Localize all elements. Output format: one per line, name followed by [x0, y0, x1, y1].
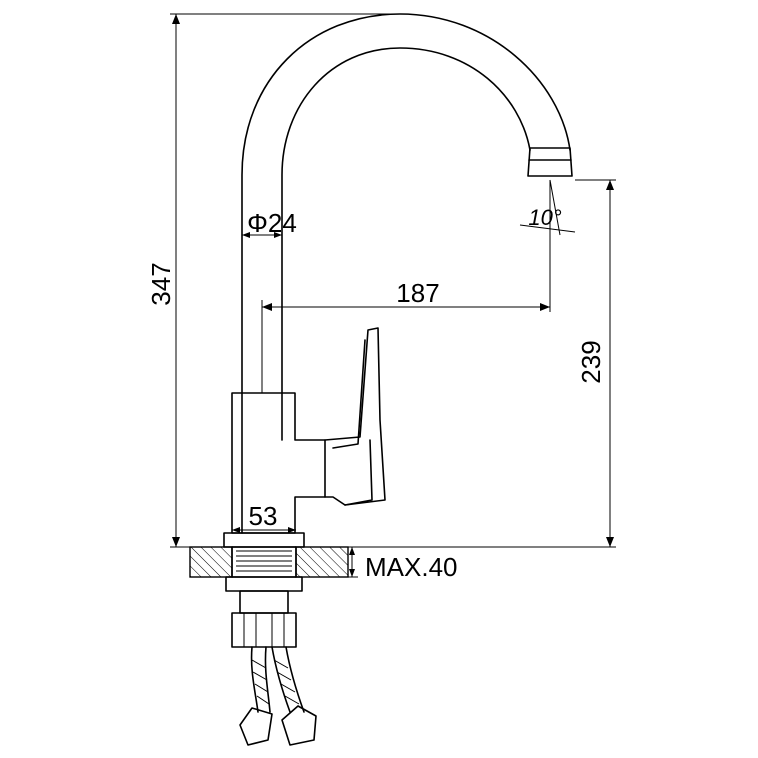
angle-line-a: [519, 224, 576, 233]
fixing-sleeve: [239, 590, 289, 614]
dimension-lines: [170, 13, 616, 578]
thread-lines: [236, 550, 292, 572]
label-spout-diameter: Φ24: [247, 208, 297, 238]
faucet-body: [231, 392, 326, 534]
spout-outer-edge: [241, 13, 571, 394]
hose-coupling-nut: [231, 612, 297, 648]
angle-line-b: [549, 179, 561, 236]
arrow-347-bottom: [172, 537, 180, 547]
arrow-diam-right: [274, 232, 282, 238]
label-spout-reach: 187: [396, 278, 439, 308]
arrow-239-top: [606, 180, 614, 190]
faucet-handle: [324, 327, 386, 506]
hose-fitting-right: [281, 705, 317, 746]
arrow-53-left: [232, 527, 240, 533]
arrow-max-bottom: [349, 569, 355, 577]
arrow-53-right: [288, 527, 296, 533]
arrow-239-bottom: [606, 537, 614, 547]
arrow-max-top: [349, 547, 355, 555]
label-total-height: 347: [146, 262, 176, 305]
countertop-left: [189, 546, 233, 578]
lock-nut: [225, 576, 303, 592]
label-tilt-angle: 10°: [528, 205, 561, 230]
arrow-187-left: [262, 303, 272, 311]
hose-fitting-left: [239, 707, 273, 746]
faucet-outline: [223, 13, 573, 746]
base-flange: [223, 532, 305, 548]
countertop-right: [295, 546, 349, 578]
spout-inner-edge: [281, 47, 531, 394]
label-outlet-height: 239: [576, 340, 606, 383]
arrow-diam-left: [242, 232, 250, 238]
spout-nozzle: [527, 147, 573, 177]
countertop-section: [189, 546, 349, 578]
hose-braid: [251, 659, 300, 705]
coupling-flats: [243, 613, 285, 647]
label-body-width: 53: [249, 501, 278, 531]
arrowheads: [172, 14, 614, 577]
hose-right: [271, 646, 305, 713]
label-deck-max: MAX.40: [365, 552, 458, 582]
arrow-187-right: [540, 303, 550, 311]
handle-inner: [332, 339, 373, 506]
arrow-347-top: [172, 14, 180, 24]
